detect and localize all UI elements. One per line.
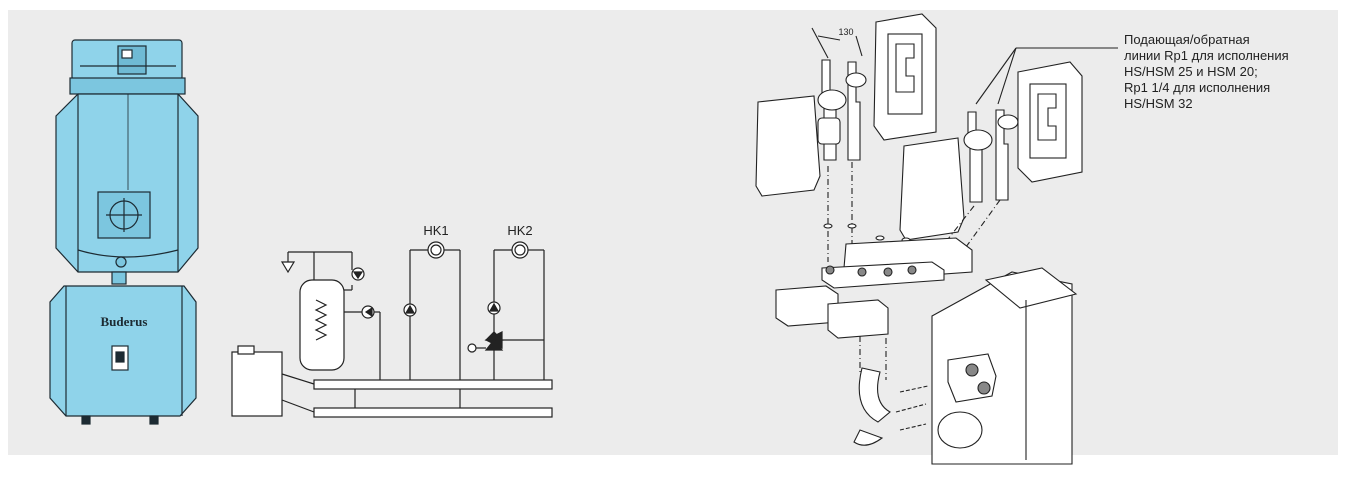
tap-icon: [280, 261, 296, 274]
caption-line: Rp1 1/4 для исполнения: [1124, 80, 1271, 95]
hk1-label: HK1: [423, 223, 448, 238]
connection-hose: [858, 367, 891, 423]
caption-line: Подающая/обратная: [1124, 32, 1250, 47]
insulation-shell-middle-front: [899, 137, 965, 241]
hot-water-cylinder: [299, 279, 345, 371]
boiler-upper-casing: [55, 93, 199, 273]
return-header: [313, 407, 553, 418]
boiler-display-icon: [121, 49, 133, 59]
caption-line: HS/HSM 25 и HSM 20;: [1124, 64, 1258, 79]
insulation-shell-left-back: [873, 13, 937, 141]
pump-group-right-pump: [963, 129, 993, 151]
boiler-top-panel: [984, 267, 1078, 309]
pump-group-right-pipe-1: [967, 111, 983, 203]
boiler-flue-opening: [937, 411, 983, 449]
schematic-boiler-box: [231, 351, 283, 417]
caption-line: линии Rp1 для исполнения: [1124, 48, 1289, 63]
valve-actuator-icon: [467, 343, 477, 353]
boiler-connection-strip: [69, 77, 186, 95]
dimension-label: 130: [838, 27, 853, 37]
boiler-brand-logo: Buderus: [101, 314, 148, 329]
connection-caption: Подающая/обратная линии Rp1 для исполнен…: [1124, 32, 1334, 112]
exploded-view: [755, 13, 1118, 465]
insulation-shell-right-back: [1017, 61, 1083, 183]
boiler-connection-block: [947, 353, 997, 403]
supply-header: [313, 379, 553, 390]
boiler-drain-icon: [115, 256, 127, 268]
hk1-radiator-icon: [427, 241, 445, 259]
insulation-shell-left-front: [755, 95, 821, 197]
hk2-label: HK2: [507, 223, 532, 238]
heating-coil-icon: [314, 299, 328, 341]
caption-line: HS/HSM 32: [1124, 96, 1193, 111]
hydraulic-schematic: [231, 241, 553, 418]
figure-panel: [8, 10, 1338, 455]
manifold-base: [821, 261, 945, 289]
manifold-insulation-right: [827, 299, 889, 339]
pump-group-left-pump: [817, 89, 847, 111]
boiler-illustration: [49, 39, 199, 425]
